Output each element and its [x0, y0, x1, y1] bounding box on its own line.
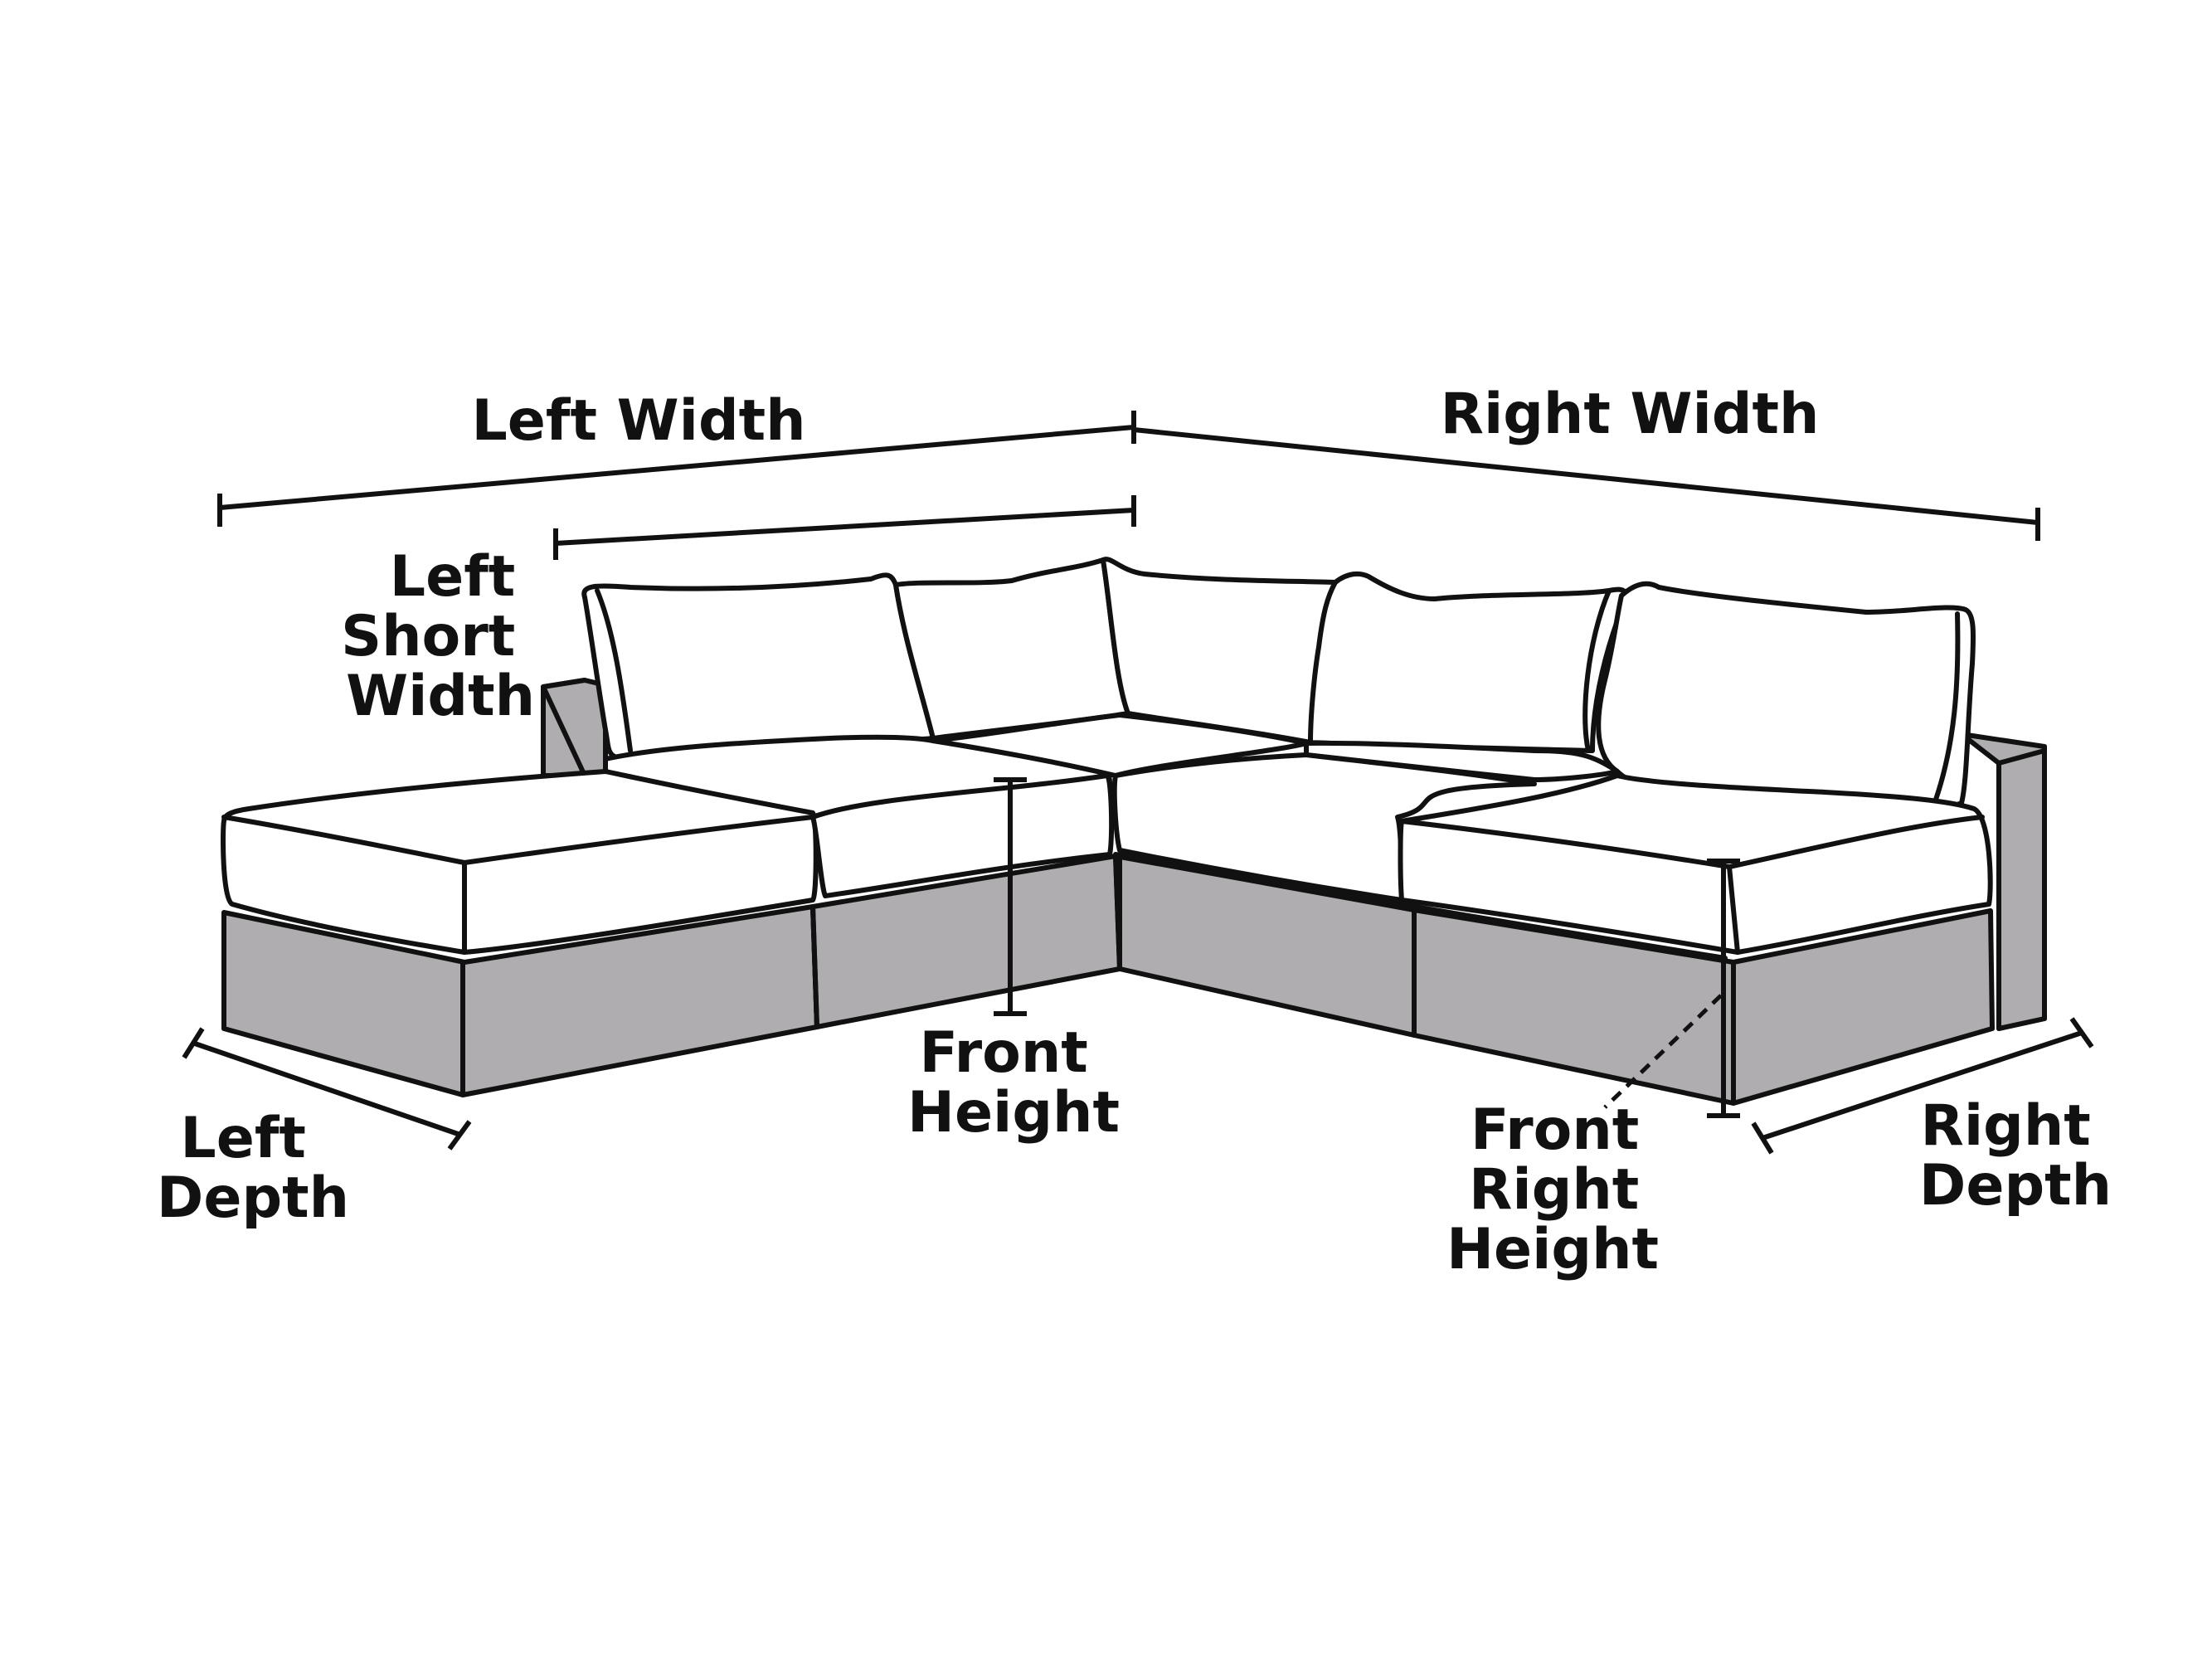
- seat-cushion-left: [810, 773, 1115, 898]
- right-arm: [1959, 732, 2047, 1031]
- front-right-height-dimension: [1603, 859, 1740, 1118]
- front-height-label: Front Height: [907, 1020, 1120, 1146]
- back-cushion-2: [893, 557, 1130, 741]
- back-cushions: [581, 557, 1976, 816]
- left-depth-label: Left Depth: [157, 1106, 349, 1231]
- left-short-width-label: Left Short Width: [341, 544, 535, 729]
- front-height-dimension: [994, 777, 1027, 1016]
- back-cushion-4: [1596, 581, 1976, 816]
- left-back-arm: [541, 678, 608, 778]
- seat-cushion-corner: [1111, 752, 1537, 902]
- front-right-height-label: Front Right Height: [1446, 1097, 1659, 1282]
- base-left: [221, 854, 1122, 1097]
- right-depth-dimension: [1751, 1017, 2094, 1155]
- dimension-lines: [182, 411, 2094, 1155]
- seat-cushions-front: [221, 752, 1993, 955]
- right-depth-label: Right Depth: [1919, 1093, 2112, 1219]
- dimension-labels: Left Width Right Width Left Short Width …: [157, 382, 2112, 1282]
- left-short-width-dimension: [553, 495, 1136, 560]
- right-width-dimension: [1133, 427, 2040, 541]
- left-width-label: Left Width: [471, 388, 805, 454]
- chaise-cushion: [221, 769, 819, 955]
- sectional-sofa-illustration: [221, 557, 2047, 1106]
- base-right: [1113, 852, 1995, 1106]
- back-cushion-1: [581, 572, 936, 761]
- left-width-dimension: [217, 411, 1136, 527]
- left-depth-dimension: [182, 1027, 472, 1151]
- right-width-label: Right Width: [1441, 382, 1820, 447]
- back-cushion-3: [1308, 571, 1628, 753]
